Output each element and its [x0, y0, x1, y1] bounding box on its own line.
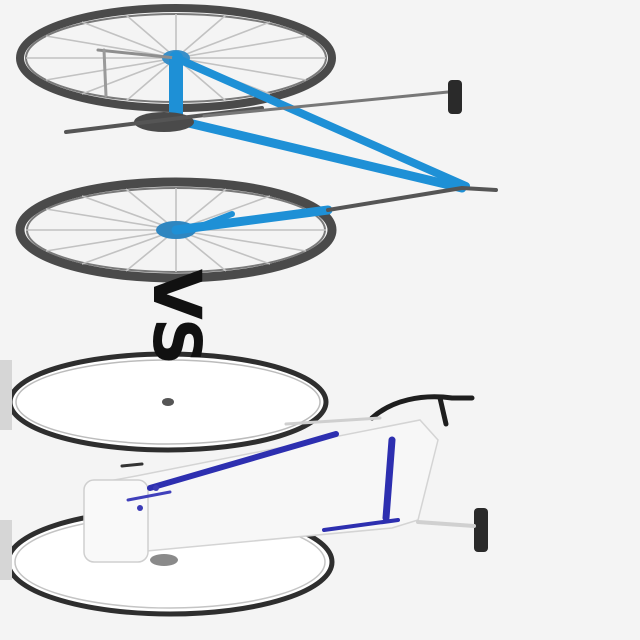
mountain-bike-frame [64, 48, 498, 235]
edge-shadow [0, 360, 12, 430]
road-bike-frame [83, 394, 488, 563]
edge-shadow [0, 520, 12, 580]
road-bike [0, 351, 488, 617]
vs-label: VS [138, 268, 215, 364]
mountain-bike [15, 4, 498, 283]
